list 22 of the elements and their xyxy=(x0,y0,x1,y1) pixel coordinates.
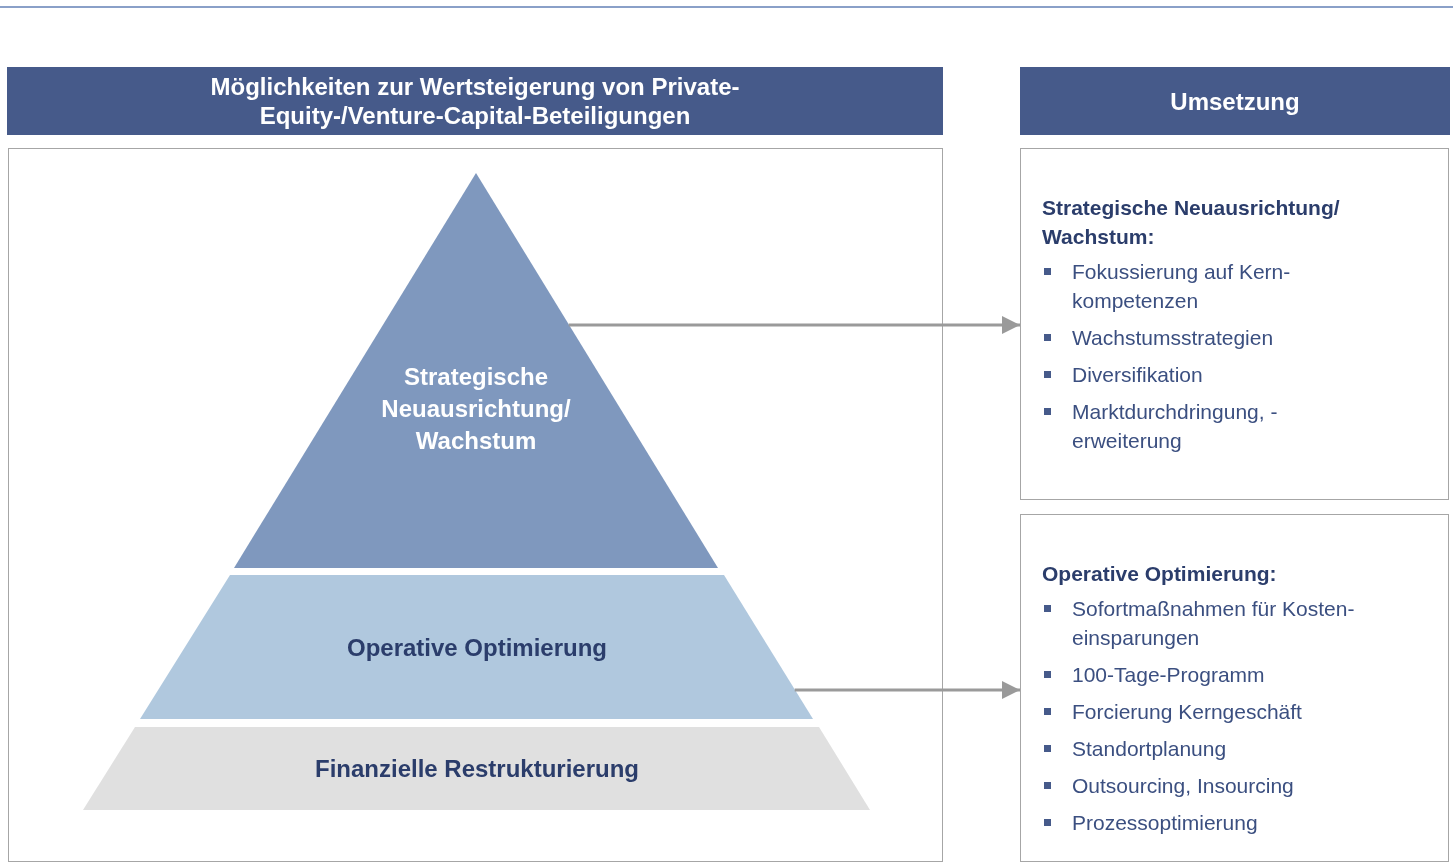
header-bar: Möglichkeiten zur Wertsteigerung von Private-Equity-/Venture-Capital-Beteiligungen xyxy=(7,67,943,135)
level-label: Operative Optimierung xyxy=(345,633,609,663)
list-item: Outsourcing, Insourcing xyxy=(1072,773,1294,799)
list-item: Fokussierung auf Kern- kompetenzen xyxy=(1072,259,1292,314)
arrow xyxy=(794,681,1020,699)
header-bar: Umsetzung xyxy=(1020,67,1450,135)
card-heading: Operative Optimierung: xyxy=(1042,561,1278,587)
list-item: Diversifikation xyxy=(1072,362,1203,388)
list-item: Sofortmaßnahmen für Kosten- einsparungen xyxy=(1072,596,1356,651)
list-item: Marktdurchdringung, -erweiterung xyxy=(1072,399,1279,454)
list-item: Wachstumsstrategien xyxy=(1072,325,1274,351)
list-card xyxy=(1020,514,1449,862)
level-label: Strategische Neuausrichtung/ Wachstum xyxy=(380,362,572,456)
arrow xyxy=(568,316,1020,334)
panel-frame xyxy=(8,148,943,862)
list-card xyxy=(1020,148,1449,500)
list-item: Forcierung Kerngeschäft xyxy=(1072,699,1302,725)
list-item: Standortplanung xyxy=(1072,736,1227,762)
list-item: Prozessoptimierung xyxy=(1072,810,1258,836)
level-label: Finanzielle Restrukturierung xyxy=(313,754,641,784)
list-item: 100-Tage-Programm xyxy=(1072,662,1265,688)
card-heading: Strategische Neuausrichtung/ Wachstum: xyxy=(1042,195,1341,250)
